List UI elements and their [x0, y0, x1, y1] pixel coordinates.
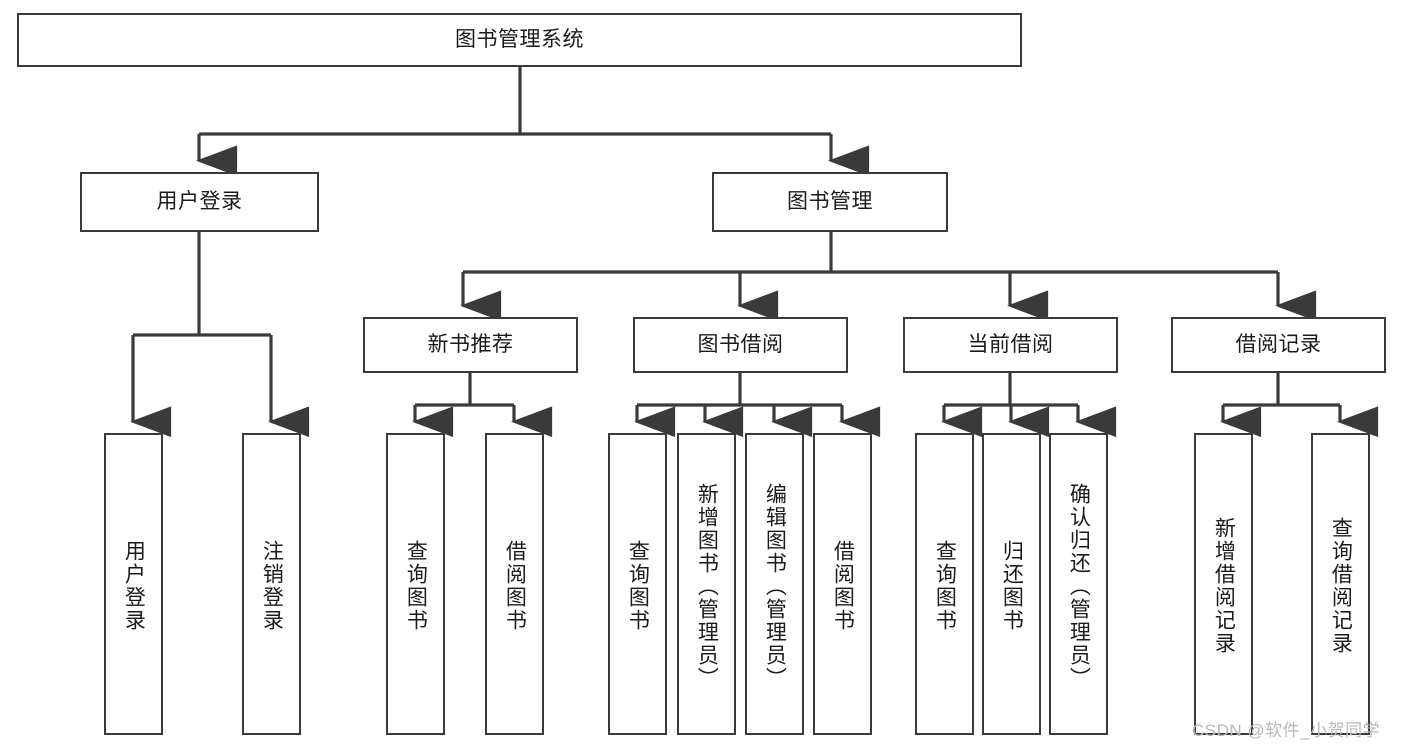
node-new-book-recommend-label: 新书推荐: [427, 333, 514, 357]
node-user-login[interactable]: 用户登录: [80, 172, 319, 232]
node-book-borrow[interactable]: 图书借阅: [633, 317, 848, 373]
node-leaf-user-login-label: 用户登录: [122, 540, 146, 632]
node-leaf-query-record[interactable]: 查询借阅记录: [1311, 433, 1370, 735]
node-book-manage[interactable]: 图书管理: [712, 172, 948, 232]
node-leaf-confirm-return[interactable]: 确认归还（管理员）: [1049, 433, 1108, 735]
node-leaf-borrow-book-1-label: 借阅图书: [503, 540, 527, 632]
node-leaf-query-book-3-label: 查询图书: [933, 540, 957, 632]
node-root-label: 图书管理系统: [455, 28, 584, 52]
node-leaf-query-book-1-label: 查询图书: [404, 540, 428, 632]
node-leaf-edit-book[interactable]: 编辑图书（管理员）: [745, 433, 804, 735]
node-user-login-label: 用户登录: [156, 190, 243, 214]
node-leaf-return-book-label: 归还图书: [1000, 540, 1024, 632]
node-current-borrow-label: 当前借阅: [967, 333, 1054, 357]
node-root[interactable]: 图书管理系统: [17, 13, 1022, 67]
node-leaf-add-book[interactable]: 新增图书（管理员）: [677, 433, 736, 735]
node-leaf-add-book-label: 新增图书（管理员）: [695, 482, 719, 690]
node-leaf-edit-book-label: 编辑图书（管理员）: [763, 482, 787, 690]
node-leaf-user-logout-label: 注销登录: [260, 540, 284, 632]
node-leaf-borrow-book-2-label: 借阅图书: [831, 540, 855, 632]
node-borrow-record-label: 借阅记录: [1235, 333, 1322, 357]
node-leaf-query-book-1[interactable]: 查询图书: [386, 433, 445, 735]
node-leaf-user-login[interactable]: 用户登录: [104, 433, 163, 735]
node-leaf-query-book-2-label: 查询图书: [626, 540, 650, 632]
node-leaf-add-record[interactable]: 新增借阅记录: [1194, 433, 1253, 735]
node-leaf-user-logout[interactable]: 注销登录: [242, 433, 301, 735]
node-leaf-borrow-book-1[interactable]: 借阅图书: [485, 433, 544, 735]
node-leaf-add-record-label: 新增借阅记录: [1212, 517, 1236, 655]
node-new-book-recommend[interactable]: 新书推荐: [363, 317, 578, 373]
node-leaf-query-record-label: 查询借阅记录: [1329, 517, 1353, 655]
node-leaf-query-book-2[interactable]: 查询图书: [608, 433, 667, 735]
node-leaf-confirm-return-label: 确认归还（管理员）: [1067, 482, 1091, 690]
node-leaf-return-book[interactable]: 归还图书: [982, 433, 1041, 735]
node-book-borrow-label: 图书借阅: [697, 333, 784, 357]
node-current-borrow[interactable]: 当前借阅: [903, 317, 1118, 373]
node-book-manage-label: 图书管理: [787, 190, 873, 214]
node-leaf-query-book-3[interactable]: 查询图书: [915, 433, 974, 735]
node-leaf-borrow-book-2[interactable]: 借阅图书: [813, 433, 872, 735]
node-borrow-record[interactable]: 借阅记录: [1171, 317, 1386, 373]
